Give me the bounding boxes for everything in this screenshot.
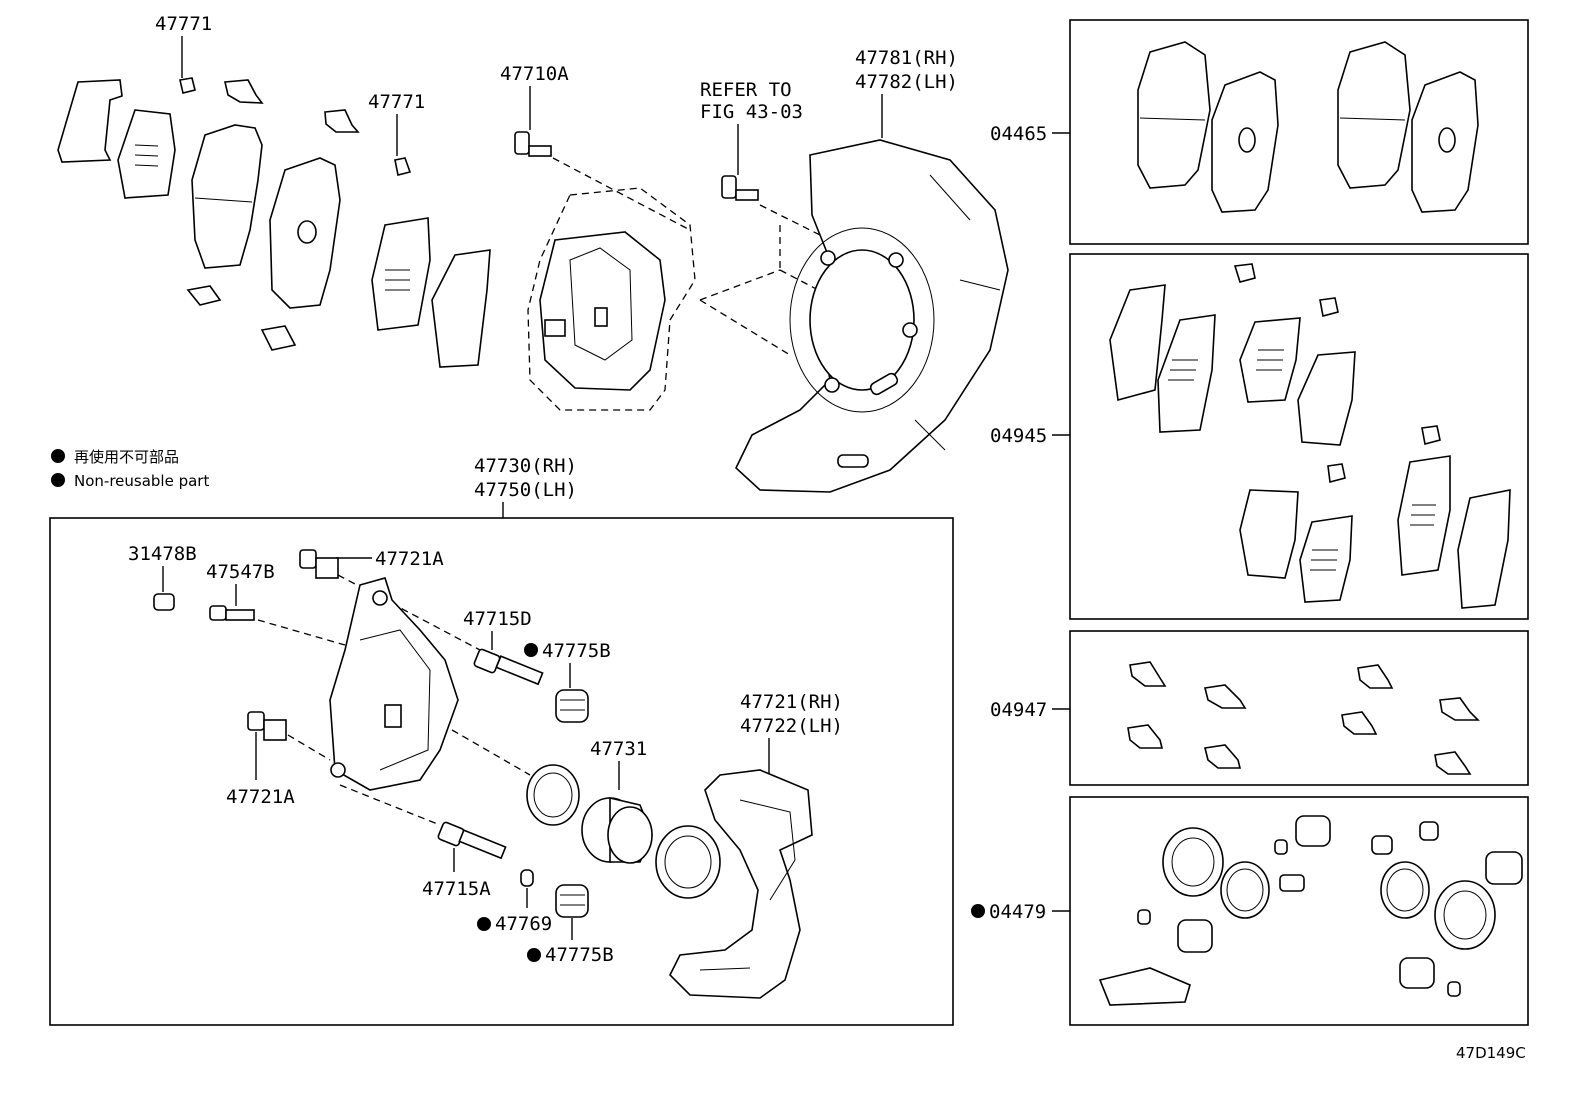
kit-04947-box — [1069, 630, 1529, 786]
disc-dust-cover-icon — [735, 139, 1009, 493]
piston-seal-icon — [526, 764, 580, 826]
label-47731: 47731 — [590, 738, 647, 760]
label-47715D: 47715D — [463, 608, 532, 630]
label-04945: 04945 — [990, 425, 1047, 447]
label-47775B-top: 47775B — [542, 640, 611, 662]
legend-dot-icon — [51, 473, 65, 487]
label-47769: 47769 — [495, 913, 552, 935]
caliper-assembly-box — [49, 517, 954, 1026]
clip-icon — [179, 77, 196, 94]
pad-support-plate-icon — [260, 325, 297, 351]
legend-japanese: 再使用不可部品 — [74, 448, 179, 466]
clip-icon — [394, 157, 412, 176]
label-04947: 04947 — [990, 699, 1047, 721]
pin-boot-icon — [555, 689, 589, 723]
pin-boot-icon — [555, 884, 589, 918]
piston-icon — [581, 796, 653, 864]
caliper-mounting-icon — [669, 769, 813, 999]
pad-kit-icon — [1137, 41, 1479, 213]
bolt-refer-icon — [721, 175, 759, 201]
label-47721A-left: 47721A — [226, 786, 295, 808]
caliper-bolt-icon — [299, 549, 339, 579]
legend-dot-icon — [51, 449, 65, 463]
bolt-47710a-icon — [514, 131, 552, 157]
caliper-cylinder-icon — [329, 577, 459, 791]
slide-pin-icon — [473, 648, 544, 686]
pad-shim-right-icon — [371, 217, 431, 331]
label-47722-lh: 47722(LH) — [740, 715, 843, 737]
label-04479: 04479 — [989, 901, 1046, 923]
bleeder-plug-icon — [209, 605, 255, 621]
refer-line-2: FIG 43-03 — [700, 101, 803, 123]
anti-squeal-shim-icon — [117, 109, 176, 199]
label-47715A: 47715A — [422, 878, 491, 900]
support-plate-kit-icon — [1127, 661, 1480, 775]
label-47771-b: 47771 — [368, 91, 425, 113]
seal-kit-icon — [1098, 815, 1523, 1006]
non-reusable-dot-icon — [524, 643, 538, 657]
label-47730-rh: 47730(RH) — [474, 455, 577, 477]
label-47782-lh: 47782(LH) — [855, 71, 958, 93]
bushing-icon — [520, 869, 534, 887]
kit-04465-box — [1069, 19, 1529, 245]
pad-group-top — [57, 77, 491, 368]
legend-english: Non-reusable part — [74, 472, 209, 490]
pad-shim-icon — [57, 79, 123, 163]
label-47547B: 47547B — [206, 561, 275, 583]
kit-04945-box — [1069, 253, 1529, 620]
refer-line-1: REFER TO — [700, 79, 792, 101]
brake-pad-icon — [191, 124, 263, 269]
bleeder-cap-icon — [153, 593, 175, 611]
slide-pin-icon — [437, 821, 507, 860]
diagram-id: 47D149C — [1456, 1044, 1526, 1062]
label-47775B-bottom: 47775B — [545, 944, 614, 966]
label-47710A: 47710A — [500, 63, 569, 85]
pad-support-plate-icon — [186, 285, 222, 306]
non-reusable-dot-icon — [477, 917, 491, 931]
label-47781-rh: 47781(RH) — [855, 47, 958, 69]
label-04465: 04465 — [990, 123, 1047, 145]
shim-kit-icon — [1109, 263, 1511, 609]
non-reusable-dot-icon — [527, 948, 541, 962]
pad-support-plate-icon — [324, 109, 360, 133]
pad-shim-outer-icon — [431, 249, 491, 368]
label-47721-rh: 47721(RH) — [740, 691, 843, 713]
caliper-bolt-icon — [247, 711, 287, 741]
label-31478B: 31478B — [128, 543, 197, 565]
label-47721A-top: 47721A — [375, 548, 444, 570]
non-reusable-dot-icon — [971, 904, 985, 918]
cylinder-boot-icon — [655, 825, 721, 899]
caliper-assembly-outline-icon — [527, 187, 696, 411]
pad-support-plate-icon — [224, 79, 264, 104]
label-47750-lh: 47750(LH) — [474, 479, 577, 501]
label-47771-a: 47771 — [155, 13, 212, 35]
